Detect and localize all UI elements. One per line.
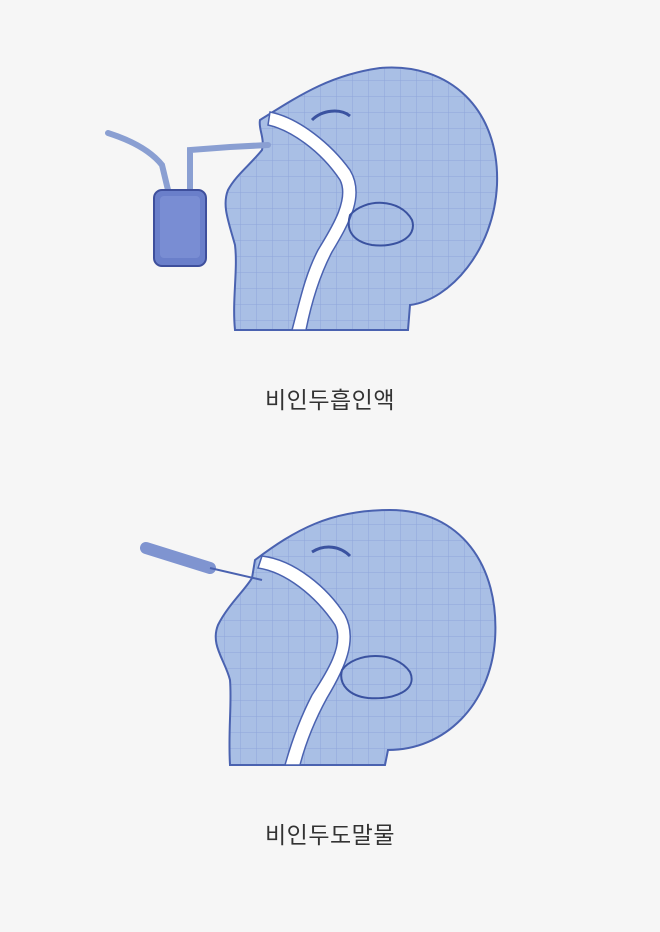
nasopharyngeal-swab-illustration — [140, 508, 497, 766]
eye — [311, 545, 352, 558]
figure-aspirate: 비인두흡인액 — [0, 0, 660, 440]
airway-passage — [267, 111, 357, 331]
swab-shaft — [209, 567, 263, 581]
suction-tube — [105, 130, 271, 193]
ear — [347, 201, 414, 247]
figure-caption: 비인두도말물 — [265, 823, 395, 849]
airway-passage — [257, 555, 351, 766]
ear — [340, 655, 413, 700]
eye — [310, 109, 351, 122]
swab-handle — [140, 542, 216, 574]
head-silhouette — [214, 508, 497, 766]
head-silhouette — [224, 66, 499, 331]
nasopharyngeal-aspirate-illustration — [105, 66, 499, 331]
figure-caption: 비인두흡인액 — [265, 388, 395, 414]
figure-swab: 비인두도말물 — [0, 460, 660, 880]
